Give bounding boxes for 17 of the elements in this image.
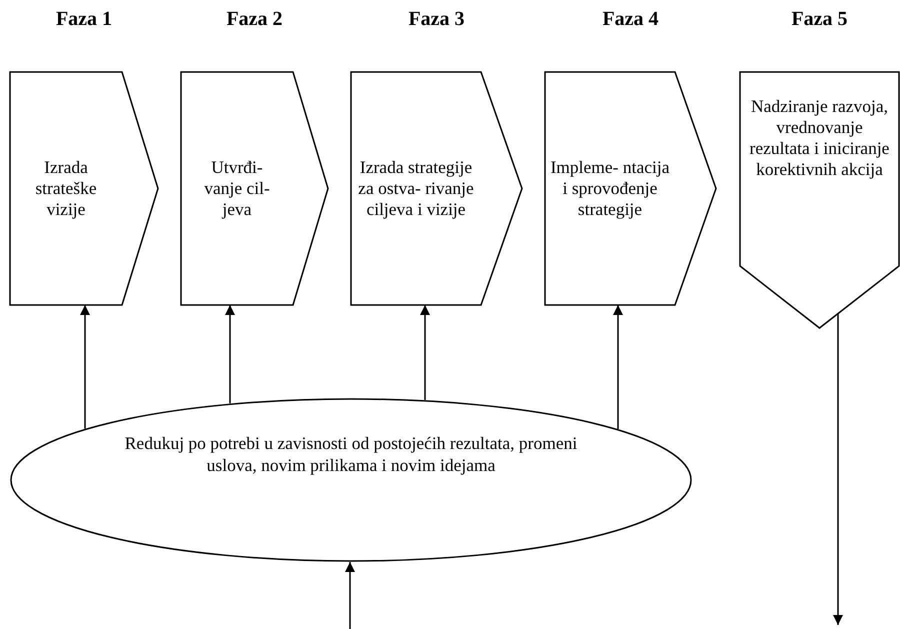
arrow: [833, 314, 843, 625]
phase-text: Izrada strategije za ostva- rivanje ciljeva i vizije: [357, 157, 475, 220]
arrow: [80, 305, 90, 429]
phase-heading: Faza 2: [225, 8, 284, 31]
phase-heading: Faza 5: [790, 8, 849, 31]
phase-text: Impleme- ntacija i sprovođenje strategije: [549, 157, 671, 220]
phase-text: Utvrđi- vanje cil- jeva: [203, 157, 271, 220]
arrow: [613, 305, 623, 429]
ellipse-text: Redukuj po potrebi u zavisnosti od postojećih rezultata, promeni uslova, novim prilikama i novim idejama: [124, 432, 578, 476]
arrow: [225, 305, 235, 404]
phase-heading: Faza 3: [407, 8, 466, 31]
phase-text: Nadziranje razvoja, vrednovanje rezultata i iniciranje korektivnih akcija: [748, 96, 890, 180]
phase-heading: Faza 1: [54, 8, 114, 31]
phase-heading: Faza 4: [601, 8, 660, 31]
phase-text: Izrada strateške vizije: [34, 157, 98, 220]
arrow: [420, 305, 430, 400]
arrow: [345, 562, 355, 629]
